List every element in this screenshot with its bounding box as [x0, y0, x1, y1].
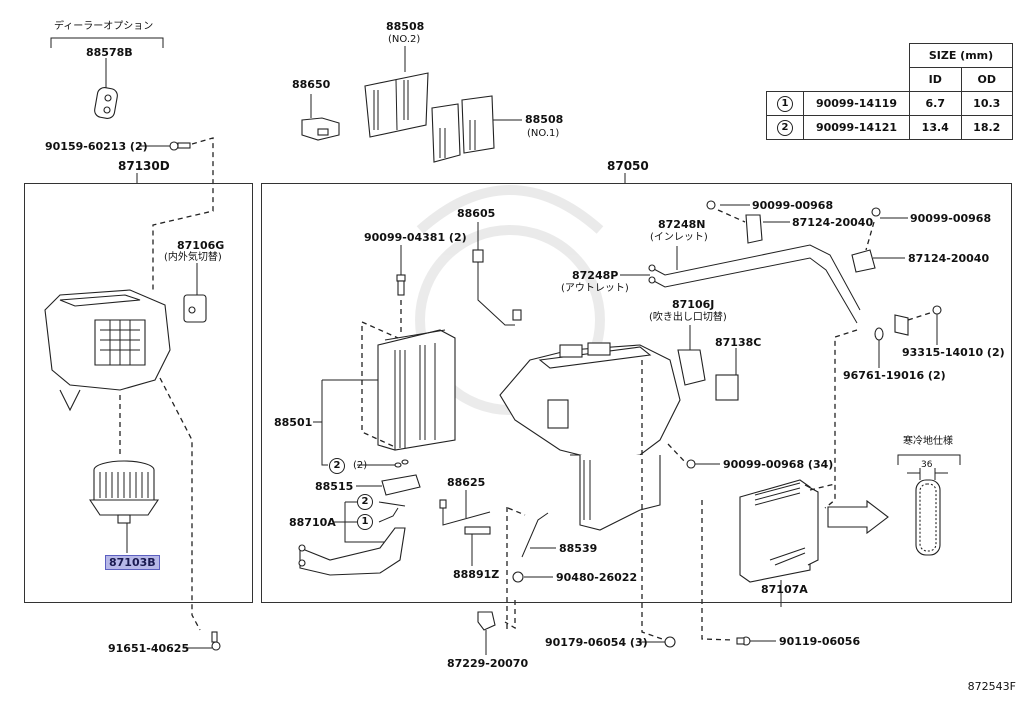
- part-88515[interactable]: 88515: [315, 480, 354, 493]
- cold-core-section-drawing: [915, 479, 941, 556]
- clamp-a-drawing: [745, 214, 763, 244]
- part-87229-20070[interactable]: 87229-20070: [447, 657, 529, 670]
- mark-1-icon: 1: [357, 514, 373, 530]
- bolt-91651-drawing: [211, 631, 221, 651]
- heater-core-drawing: [739, 479, 819, 583]
- part-87107a[interactable]: 87107A: [761, 583, 808, 596]
- servo-87106j-drawing: [677, 349, 706, 386]
- bolt-90159-drawing: [169, 141, 191, 151]
- cold-core-dimension: 36: [921, 460, 933, 470]
- filter-no1-drawing: [431, 95, 495, 163]
- part-90179-06054[interactable]: 90179-06054 (3): [545, 636, 648, 649]
- sensor-88650-drawing: [301, 117, 340, 141]
- part-87106j-note: (吹き出し口切替): [649, 312, 727, 323]
- part-88508-no1[interactable]: 88508: [525, 113, 564, 126]
- part-96761-19016[interactable]: 96761-19016 (2): [843, 369, 946, 382]
- dealer-option-bracket: [50, 37, 164, 48]
- pipe-88710a-drawing: [298, 527, 406, 576]
- bolt-90099-04381-drawing: [396, 274, 406, 296]
- mark-2-icon: 2: [777, 119, 793, 136]
- hose-size-table: SIZE (mm) ID OD 1 90099-14119 6.7 10.3 2…: [766, 43, 1013, 140]
- part-88605[interactable]: 88605: [457, 207, 496, 220]
- part-88891z[interactable]: 88891Z: [453, 568, 500, 581]
- part-87124-20040-b[interactable]: 87124-20040: [908, 252, 990, 265]
- pipe-87248-drawing: [648, 244, 861, 324]
- col-od: OD: [960, 67, 1013, 92]
- part-87248p-note: (アウトレット): [561, 283, 629, 294]
- part-88625[interactable]: 88625: [447, 476, 486, 489]
- part-87248p[interactable]: 87248P: [572, 269, 619, 282]
- bolt-90119-drawing: [736, 636, 751, 646]
- part-87248n-note: (インレット): [650, 232, 708, 243]
- col-id: ID: [909, 67, 962, 92]
- heater-unit-group-box: [261, 183, 1012, 603]
- clamp-b-drawing: [851, 249, 876, 273]
- part-90099-04381[interactable]: 90099-04381 (2): [364, 231, 467, 244]
- part-90159-60213[interactable]: 90159-60213 (2): [45, 140, 148, 153]
- bolt-a-drawing: [706, 200, 716, 210]
- filter-no2-drawing: [364, 72, 429, 138]
- part-87050[interactable]: 87050: [607, 159, 649, 173]
- part-90119-06056[interactable]: 90119-06056: [779, 635, 861, 648]
- part-88539[interactable]: 88539: [559, 542, 598, 555]
- wire-88891z-drawing: [464, 526, 491, 535]
- mark-2-icon: 2: [329, 458, 345, 474]
- blower-unit-group-box: [24, 183, 253, 603]
- part-87103b-highlighted[interactable]: 87103B: [105, 555, 160, 570]
- part-87106j[interactable]: 87106J: [672, 298, 715, 311]
- mark-2-icon: 2: [357, 494, 373, 510]
- part-93315-14010[interactable]: 93315-14010 (2): [902, 346, 1005, 359]
- arrow-icon: [827, 499, 889, 535]
- od-value: 10.3: [960, 91, 1013, 116]
- part-90099-00968-a[interactable]: 90099-00968: [752, 199, 834, 212]
- table-row: 2 90099-14121 13.4 18.2: [766, 115, 1013, 140]
- size-header: SIZE (mm): [909, 43, 1013, 68]
- drain-88539-drawing: [521, 512, 549, 558]
- part-link[interactable]: 90099-14119: [803, 91, 910, 116]
- sensor-87138c-drawing: [715, 374, 739, 401]
- evaporator-drawing: [377, 329, 456, 451]
- id-value: 6.7: [909, 91, 962, 116]
- part-87124-20040-a[interactable]: 87124-20040: [792, 216, 874, 229]
- part-91651-40625[interactable]: 91651-40625: [108, 642, 190, 655]
- part-link[interactable]: 90099-14121: [803, 115, 910, 140]
- part-87130d[interactable]: 87130D: [118, 159, 170, 173]
- sensor-88605-drawing: [472, 249, 522, 326]
- mark-1-icon: 1: [777, 95, 793, 112]
- dealer-option-caption: ディーラーオプション: [54, 21, 154, 32]
- servo-87106g-drawing: [183, 294, 207, 323]
- part-88508-no1-note: (NO.1): [527, 128, 560, 139]
- id-value: 13.4: [909, 115, 962, 140]
- blower-case-drawing: [44, 289, 171, 412]
- mark-2-quantity: (2): [353, 460, 368, 471]
- part-90099-00968-b[interactable]: 90099-00968: [910, 212, 992, 225]
- cold-climate-caption: 寒冷地仕様: [903, 436, 953, 447]
- heater-case-drawing: [499, 342, 681, 531]
- blower-motor-drawing: [88, 460, 160, 524]
- bolt-b-drawing: [871, 207, 881, 217]
- part-88508-no2-note: (NO.2): [388, 34, 421, 45]
- part-87138c[interactable]: 87138C: [715, 336, 762, 349]
- part-88710a[interactable]: 88710A: [289, 516, 336, 529]
- part-90480-26022[interactable]: 90480-26022: [556, 571, 638, 584]
- grommet-88578b-drawing: [94, 87, 118, 119]
- nut-90179-drawing: [664, 636, 676, 648]
- clamp-c-drawing: [894, 314, 909, 336]
- table-row: 1 90099-14119 6.7 10.3: [766, 91, 1013, 116]
- part-88578b[interactable]: 88578B: [86, 46, 133, 59]
- expansion-valve-drawing: [381, 474, 421, 496]
- part-88508-no2[interactable]: 88508: [386, 20, 425, 33]
- clip-90480-drawing: [512, 571, 524, 583]
- od-value: 18.2: [960, 115, 1013, 140]
- part-87106g[interactable]: 87106G: [177, 239, 225, 252]
- part-87248n[interactable]: 87248N: [658, 218, 706, 231]
- part-88650[interactable]: 88650: [292, 78, 331, 91]
- part-90099-00968-34[interactable]: 90099-00968 (34): [723, 458, 834, 471]
- diagram-id: 872543F: [967, 680, 1016, 693]
- sensor-88625-drawing: [439, 499, 491, 526]
- part-87106g-note: (内外気切替): [164, 252, 222, 263]
- part-88501[interactable]: 88501: [274, 416, 313, 429]
- clip-87229-drawing: [477, 611, 496, 631]
